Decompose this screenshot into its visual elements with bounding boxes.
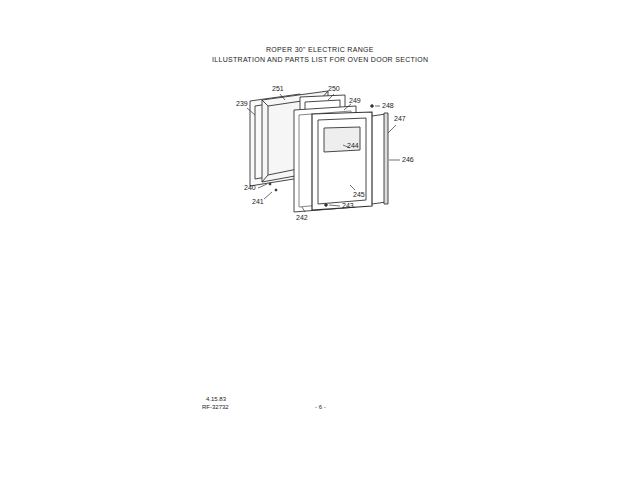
page-code: RF-32732 [202, 404, 229, 410]
date-note: 4.15.83 [206, 396, 226, 402]
callout-number: 246 [402, 156, 414, 163]
callout-number: 242 [296, 214, 308, 221]
callout-number: 251 [272, 85, 284, 92]
page-number: - 6 - [315, 404, 326, 410]
callout-number: 249 [349, 97, 361, 104]
callout-number: 239 [236, 100, 248, 107]
callout-number: 248 [382, 102, 394, 109]
callout-number: 243 [342, 202, 354, 209]
page-title: ROPER 30" ELECTRIC RANGE [266, 46, 374, 53]
callout-number: 244 [347, 142, 359, 149]
callout-number: 245 [353, 191, 365, 198]
callout-number: 241 [252, 198, 264, 205]
callout-number: 250 [328, 85, 340, 92]
callout-number: 240 [244, 184, 256, 191]
page-subtitle: ILLUSTRATION AND PARTS LIST FOR OVEN DOO… [212, 56, 428, 63]
callout-number: 247 [394, 115, 406, 122]
